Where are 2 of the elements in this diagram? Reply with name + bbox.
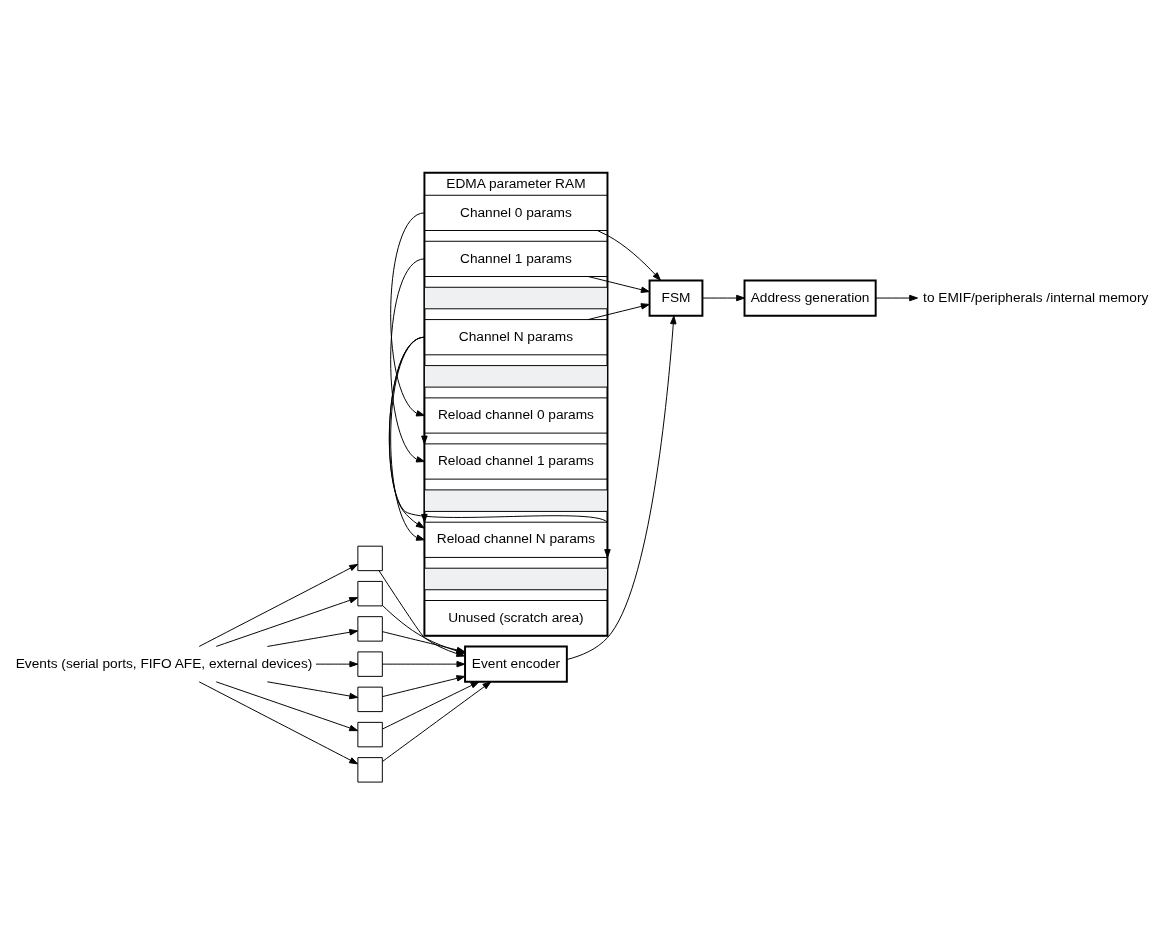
node-text: to EMIF/peripherals /internal memory	[923, 289, 1149, 305]
node-text: Events (serial ports, FIFO AFE, external devices)	[15, 655, 313, 671]
